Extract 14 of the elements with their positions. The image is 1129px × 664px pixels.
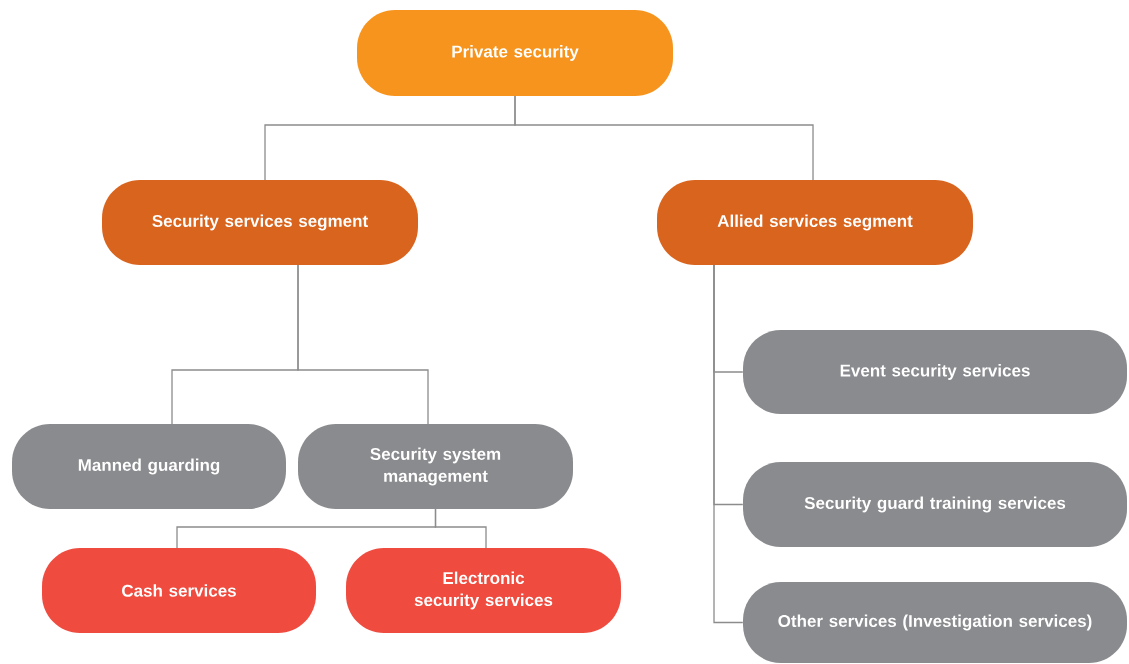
subservice-box: Cash services [42, 548, 316, 633]
service-box: Manned guarding [12, 424, 286, 509]
subservice-box: Electronic security services [346, 548, 621, 633]
root-box: Private security [357, 10, 673, 96]
service-box: Other services (Investigation services) [743, 582, 1127, 663]
segment-box: Security services segment [102, 180, 418, 265]
connector-line [434, 508, 487, 549]
service-box: Event security services [743, 330, 1127, 414]
service-box: Security system management [298, 424, 573, 509]
connector-line [514, 95, 814, 181]
connector-line [713, 264, 744, 624]
service-box: Security guard training services [743, 462, 1127, 547]
connector-line [297, 264, 429, 425]
segment-box: Allied services segment [657, 180, 973, 265]
